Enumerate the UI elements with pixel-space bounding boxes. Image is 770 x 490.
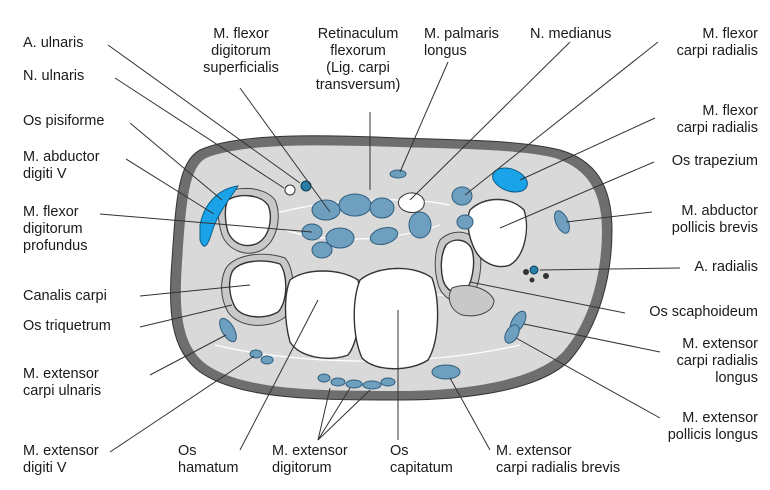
os-hamatum xyxy=(286,271,360,358)
label-m-extensor-carpi-ulnaris: M. extensor carpi ulnaris xyxy=(23,366,101,400)
label-m-abductor-pollicis-brevis: M. abductor pollicis brevis xyxy=(672,203,758,237)
label-os-hamatum: Os hamatum xyxy=(178,443,238,477)
label-m-flexor-carpi-radialis-2: M. flexor carpi radialis xyxy=(677,103,758,137)
a-radialis-vessel xyxy=(530,266,538,274)
label-os-capitatum: Os capitatum xyxy=(390,443,453,477)
label-retinaculum-flexorum: Retinaculum flexorum (Lig. carpi transve… xyxy=(302,26,414,94)
label-os-pisiforme: Os pisiforme xyxy=(23,113,104,130)
label-m-flexor-digitorum-profundus: M. flexor digitorum profundus xyxy=(23,204,88,255)
label-m-flexor-carpi-radialis-1: M. flexor carpi radialis xyxy=(677,26,758,60)
label-canalis-carpi: Canalis carpi xyxy=(23,288,107,305)
vein-dot-2 xyxy=(543,273,549,279)
label-n-medianus: N. medianus xyxy=(530,26,611,43)
label-m-extensor-carpi-radialis-longus: M. extensor carpi radialis longus xyxy=(677,336,758,387)
os-capitatum xyxy=(354,268,437,368)
label-m-abductor-digiti-v: M. abductor digiti V xyxy=(23,149,100,183)
label-m-flexor-digitorum-superficialis: M. flexor digitorum superficialis xyxy=(186,26,296,77)
label-a-ulnaris: A. ulnaris xyxy=(23,35,83,52)
label-a-radialis: A. radialis xyxy=(694,259,758,276)
label-m-extensor-carpi-radialis-brevis: M. extensor carpi radialis brevis xyxy=(496,443,620,477)
label-m-palmaris-longus: M. palmaris longus xyxy=(424,26,499,60)
label-m-extensor-digitorum: M. extensor digitorum xyxy=(272,443,348,477)
label-m-extensor-pollicis-longus: M. extensor pollicis longus xyxy=(668,410,758,444)
n-ulnaris-nerve xyxy=(285,185,295,195)
label-os-triquetrum: Os triquetrum xyxy=(23,318,111,335)
os-triquetrum xyxy=(222,254,294,325)
vein-dot-1 xyxy=(523,269,529,275)
label-m-extensor-digiti-v: M. extensor digiti V xyxy=(23,443,99,477)
label-os-scaphoideum: Os scaphoideum xyxy=(649,304,758,321)
n-medianus-nerve xyxy=(398,193,424,213)
vein-dot-3 xyxy=(530,278,535,283)
label-os-trapezium: Os trapezium xyxy=(672,153,758,170)
a-ulnaris-vessel xyxy=(301,181,311,191)
label-n-ulnaris: N. ulnaris xyxy=(23,68,84,85)
